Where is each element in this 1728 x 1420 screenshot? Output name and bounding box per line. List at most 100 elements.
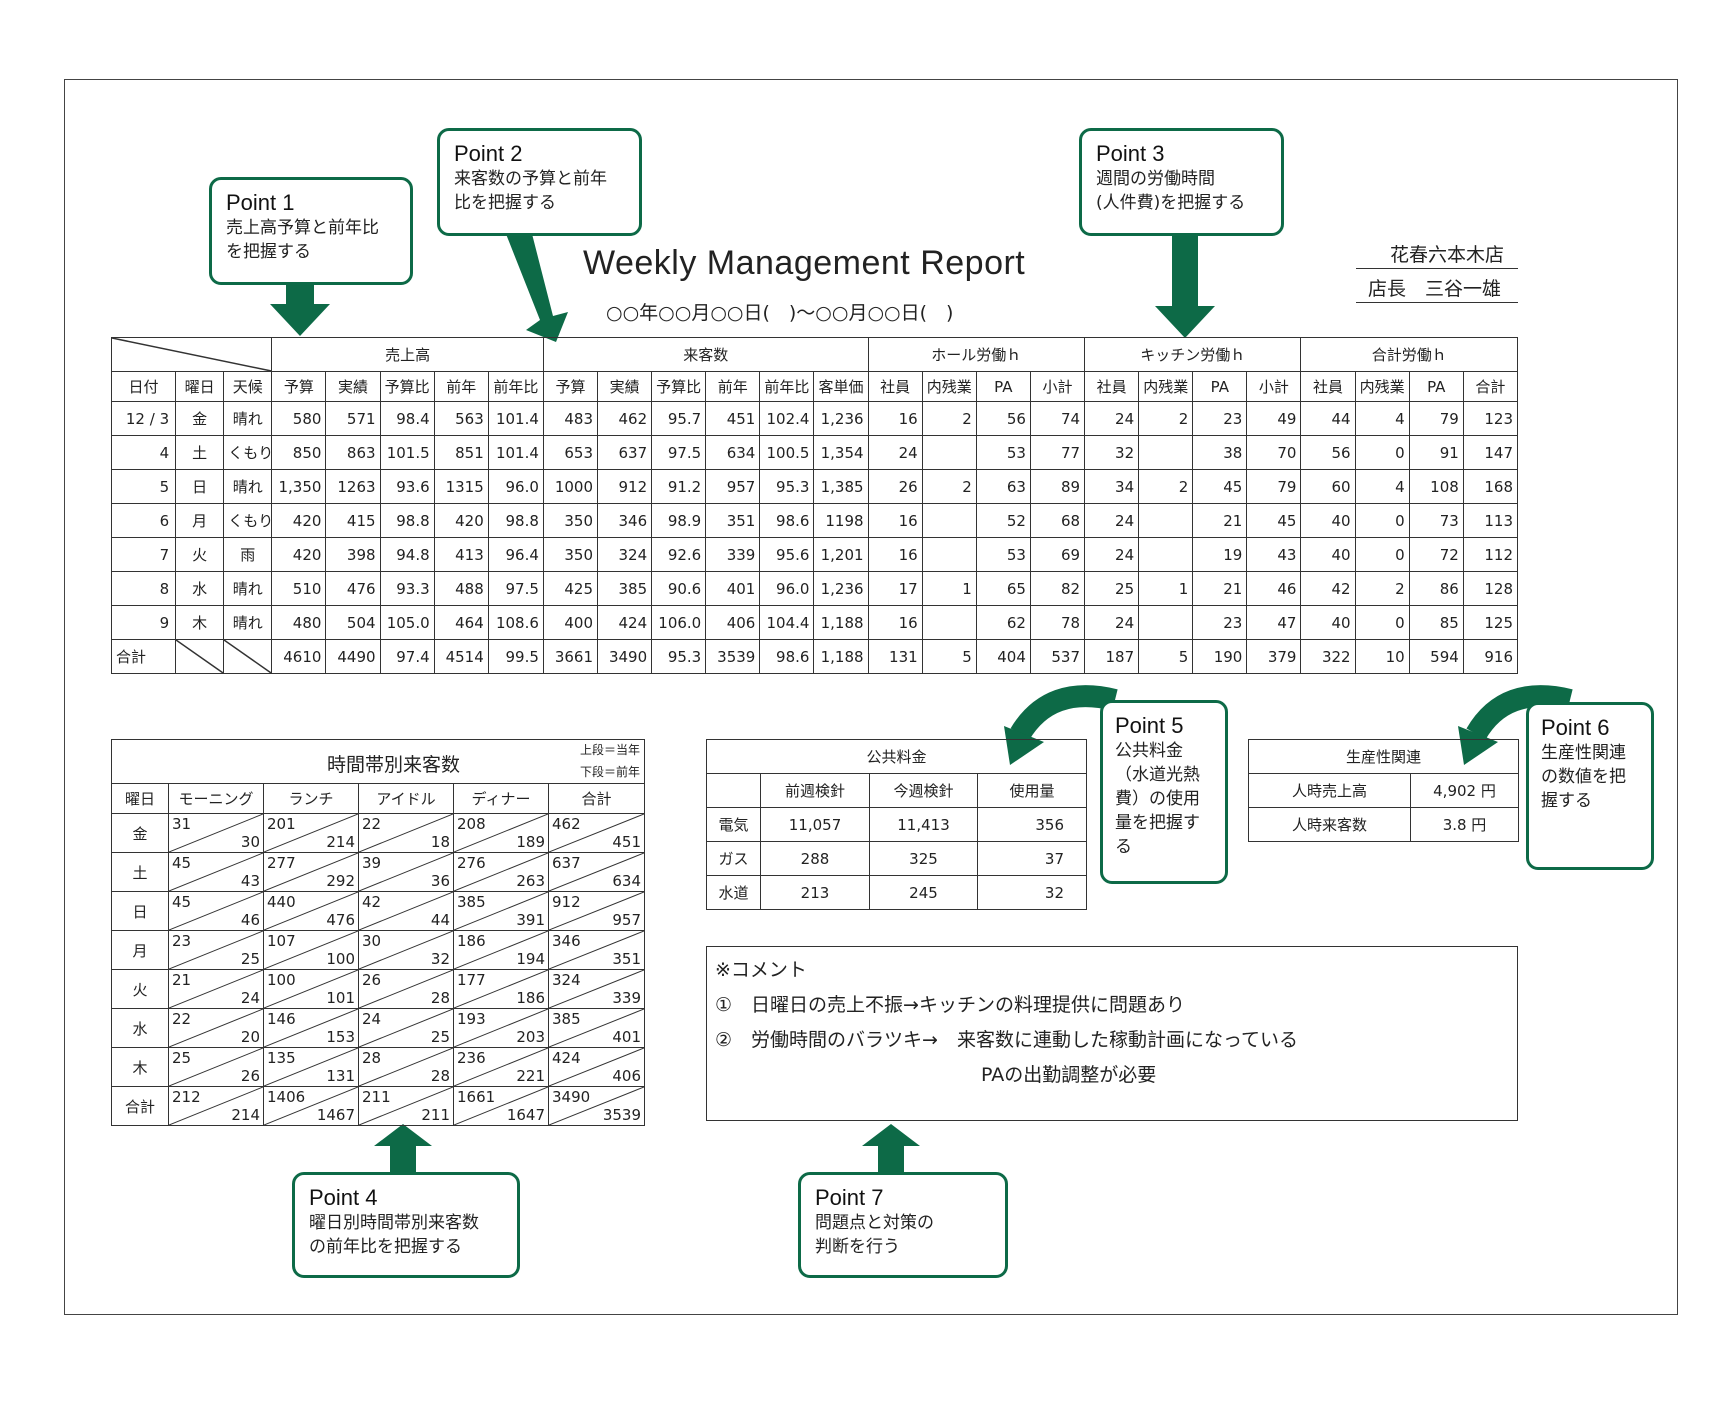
table-cell: 46 [1246,571,1302,606]
table-cell: 土 [175,435,225,470]
store-divider-1 [1356,268,1518,269]
current-year-value: 31 [172,815,192,833]
current-year-value: 177 [457,971,486,989]
prior-year-value: 401 [612,1028,641,1046]
utility-corner [706,773,761,808]
table-cell: 77 [1029,435,1086,470]
table-cell: 104.4 [759,605,815,640]
timeslot-day: 日 [111,891,169,931]
column-header: 予算 [271,371,327,402]
column-header: 日付 [110,371,177,402]
timeslot-day: 月 [111,930,169,970]
table-cell: 晴れ [223,605,273,640]
column-header: 社員 [867,371,923,402]
table-cell: 74 [1029,401,1086,436]
table-cell: 1,236 [813,571,869,606]
timeslot-column-header: モーニング [168,783,264,814]
prior-year-value: 263 [516,872,545,890]
table-cell: 480 [271,605,327,640]
weekly-table: 売上高 来客数 ホール労働ｈ キッチン労働ｈ 合計労働ｈ 日付曜日天候予算実績予… [110,337,1519,674]
table-cell [1138,503,1194,538]
timeslot-column-header: 合計 [548,783,645,814]
prior-year-value: 43 [240,872,260,890]
table-cell [921,435,977,470]
total-cell: 3539 [705,639,761,674]
current-year-value: 25 [172,1049,192,1067]
current-year-value: 107 [267,932,296,950]
callout-desc: 週間の労働時間 (人件費)を把握する [1096,169,1246,213]
column-header: PA [1192,371,1248,402]
arrow-point2 [506,226,568,342]
table-cell [1138,435,1194,470]
table-cell: 1,188 [813,605,869,640]
table-cell: 580 [271,401,327,436]
table-cell: 95.6 [759,537,815,572]
table-cell: 70 [1246,435,1302,470]
utility-col-usage: 使用量 [976,773,1088,808]
table-cell: 93.3 [379,571,435,606]
column-header: 小計 [1029,371,1086,402]
table-cell: 98.8 [379,503,435,538]
table-cell: 32 [1084,435,1140,470]
timeslot-day: 火 [111,969,169,1009]
table-cell: 346 [597,503,653,538]
callout-point5: Point 5 公共料金 （水道光熱 費）の使用 量を把握す る [1100,700,1228,884]
current-year-value: 42 [362,893,382,911]
table-cell: 850 [271,435,327,470]
prior-year-value: 203 [516,1028,545,1046]
prior-year-value: 100 [326,950,355,968]
table-cell: 350 [542,503,599,538]
prior-year-value: 957 [612,911,641,929]
callout-label: Point 3 [1096,141,1165,166]
table-cell: 128 [1462,571,1519,606]
table-cell: 0 [1354,435,1410,470]
timeslot-day: 土 [111,852,169,892]
table-cell: 634 [705,435,761,470]
prior-year-value: 20 [240,1028,260,1046]
column-header: 実績 [325,371,381,402]
current-year-value: 26 [362,971,382,989]
column-header: 客単価 [813,371,869,402]
table-cell [921,503,977,538]
table-cell: 52 [975,503,1031,538]
current-year-value: 186 [457,932,486,950]
table-cell: 21 [1192,503,1248,538]
table-cell: 晴れ [223,401,273,436]
group-kitchen-labor: キッチン労働ｈ [1084,337,1302,372]
table-cell: 4 [1354,469,1410,504]
table-cell: 21 [1192,571,1248,606]
utility-col-curr: 今週検針 [869,773,978,808]
table-cell: 113 [1462,503,1519,538]
callout-label: Point 7 [815,1185,884,1210]
table-cell: 40 [1300,503,1356,538]
table-cell: 72 [1408,537,1464,572]
table-cell: 7 [110,537,177,572]
table-cell: 97.5 [487,571,544,606]
date-range: ○○年○○月○○日( )〜○○月○○日( ) [606,302,954,324]
table-cell: 102.4 [759,401,815,436]
table-cell: 0 [1354,605,1410,640]
table-cell [1138,605,1194,640]
table-cell: 24 [867,435,923,470]
table-cell: 413 [433,537,489,572]
productivity-value: 4,902 円 [1409,773,1520,808]
timeslot-column-header: 曜日 [111,783,169,814]
table-cell: 16 [867,503,923,538]
table-cell: 324 [597,537,653,572]
table-cell: 98.4 [379,401,435,436]
table-cell: 637 [597,435,653,470]
current-year-value: 21 [172,971,192,989]
total-cell: 5 [1138,639,1194,674]
utility-row-water: 水道 213 245 32 [706,875,1088,910]
